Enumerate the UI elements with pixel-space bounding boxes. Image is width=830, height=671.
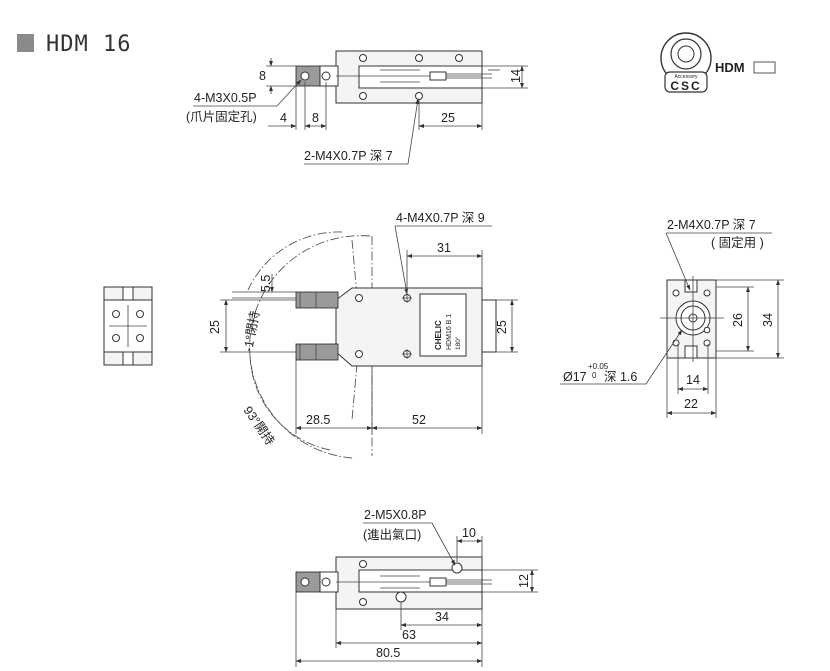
dim-front-5-5: 5.5 bbox=[259, 275, 273, 292]
dim-side-22: 22 bbox=[684, 397, 698, 411]
dim-top-25: 25 bbox=[441, 111, 455, 125]
top-holes bbox=[359, 54, 463, 100]
badge-big-text: CSC bbox=[670, 79, 701, 93]
badge-label-box bbox=[664, 71, 708, 93]
plate-model: HDM16 B 1 bbox=[446, 314, 453, 350]
callout-claw-note: (爪片固定孔) bbox=[186, 109, 257, 124]
dim-bottom-12: 12 bbox=[517, 574, 531, 588]
dim-side-tol-minus: 0 bbox=[592, 371, 597, 380]
angle-open-label: 93°開持 bbox=[241, 403, 278, 448]
callout-side-note: ( 固定用 ) bbox=[711, 235, 764, 250]
accessory-badge: Accessory CSC HDM bbox=[660, 32, 776, 93]
dim-front-31: 31 bbox=[437, 241, 451, 255]
side-view: 2-M4X0.7P 深 7 ( 固定用 ) 26 34 14 22 Ø17 +0… bbox=[560, 218, 784, 418]
dim-front-25-right: 25 bbox=[495, 320, 509, 334]
front-holes bbox=[355, 293, 412, 359]
dim-side-34: 34 bbox=[761, 313, 775, 327]
dim-front-25-left: 25 bbox=[208, 320, 222, 334]
dim-side-tol-plus: +0.05 bbox=[588, 362, 609, 371]
callout-claw-thread: 4-M3X0.5P bbox=[194, 91, 257, 105]
dim-side-14: 14 bbox=[686, 373, 700, 387]
dim-front-28-5: 28.5 bbox=[306, 413, 330, 427]
dim-bottom-10: 10 bbox=[462, 526, 476, 540]
dim-top-8-bottom: 8 bbox=[312, 111, 319, 125]
dim-side-26: 26 bbox=[731, 313, 745, 327]
callout-side: 2-M4X0.7P 深 7 bbox=[667, 218, 756, 232]
dim-top-4: 4 bbox=[280, 111, 287, 125]
angle-close-label: -1°閉持 bbox=[240, 309, 262, 352]
plate-line2: 180° bbox=[454, 336, 462, 350]
callout-top-mount: 2-M4X0.7P 深 7 bbox=[304, 149, 393, 163]
badge-ring-text: Accessory bbox=[674, 74, 698, 80]
plate-brand: CHELIC bbox=[434, 320, 443, 350]
front-view: CHELIC HDM16 B 1 180° 4-M4X0.7P 深 9 31 5… bbox=[208, 211, 518, 459]
callout-front-top: 4-M4X0.7P 深 9 bbox=[396, 211, 485, 225]
badge-center bbox=[677, 45, 695, 63]
header: HDM 16 bbox=[17, 32, 131, 57]
bottom-view: 2-M5X0.8P (進出氣口) 10 12 34 63 80.5 bbox=[295, 508, 538, 667]
dim-bottom-63: 63 bbox=[402, 628, 416, 642]
dim-side-depth: 深 1.6 bbox=[604, 370, 637, 384]
dim-top-14: 14 bbox=[509, 69, 523, 83]
top-view: 8 14 4 8 25 4-M3X0.5P (爪片固定孔) 2-M4X0.7P … bbox=[186, 50, 528, 165]
callout-bottom: 2-M5X0.8P bbox=[364, 508, 427, 522]
badge-model: HDM bbox=[715, 60, 745, 75]
left-end-view bbox=[103, 286, 153, 366]
top-plate bbox=[358, 65, 483, 89]
front-nameplate bbox=[419, 293, 467, 357]
dim-bottom-80-5: 80.5 bbox=[376, 646, 400, 660]
dim-side-dia: Ø17 bbox=[563, 370, 587, 384]
badge-blank-box bbox=[753, 61, 776, 74]
dim-top-8-left: 8 bbox=[259, 69, 266, 83]
dim-bottom-34: 34 bbox=[435, 610, 449, 624]
page-title: HDM 16 bbox=[46, 32, 131, 57]
header-square-icon bbox=[17, 34, 34, 52]
callout-bottom-note: (進出氣口) bbox=[363, 528, 421, 542]
dim-front-52: 52 bbox=[412, 413, 426, 427]
